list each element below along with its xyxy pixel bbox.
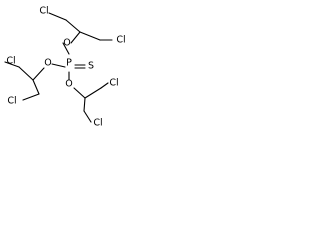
chlorine-top-right-label: Cl <box>116 35 125 46</box>
atom-labels: P S O O O Cl Cl Cl Cl Cl Cl <box>6 6 125 129</box>
oxygen-bottom-label: O <box>65 79 72 90</box>
oxygen-top-label: O <box>63 38 70 49</box>
phosphorus-label: P <box>66 58 72 69</box>
bond-ch2-cl-bottom-down <box>83 110 92 123</box>
bond-o-ch-top <box>70 31 81 44</box>
chlorine-bottom-right-label: Cl <box>93 118 102 129</box>
bond-lines <box>4 12 113 123</box>
bond-ch2-cl-top-left <box>48 12 67 21</box>
bond-p-o-left <box>51 63 66 68</box>
bond-ch-ch2-bottom-down <box>83 97 86 112</box>
chlorine-left-top-label: Cl <box>6 56 15 67</box>
bond-ch-ch2-top-right <box>79 31 101 41</box>
oxygen-left-label: O <box>44 58 51 69</box>
bond-ch2-cl-left-top <box>4 61 20 68</box>
bond-o-ch-left <box>32 67 45 81</box>
bond-o-ch-bottom <box>73 87 86 99</box>
chlorine-bottom-top-label: Cl <box>109 78 118 89</box>
chlorine-top-left-label: Cl <box>39 6 48 17</box>
bond-p-o-top <box>62 42 70 55</box>
bond-ch-ch2-left <box>32 79 40 95</box>
chemical-structure: P S O O O Cl Cl Cl Cl Cl Cl <box>4 6 126 129</box>
bond-ch2-cl-bottom-up <box>100 82 109 89</box>
bond-ch-ch2-top-left <box>65 19 81 33</box>
chlorine-left-bottom-label: Cl <box>7 96 16 107</box>
sulfur-label: S <box>88 61 94 72</box>
bond-ch2-cl-left <box>22 93 40 101</box>
bond-ch-ch2-bottom-up <box>84 87 102 99</box>
bond-ch-ch2-left-top <box>18 66 34 81</box>
